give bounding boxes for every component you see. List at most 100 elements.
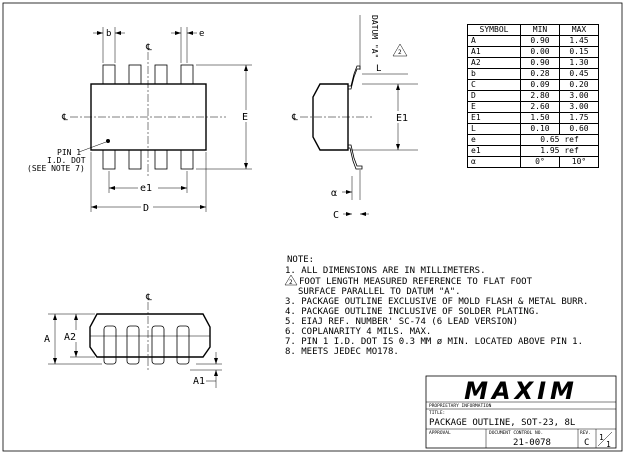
doc-number: 21-0078 <box>513 438 551 448</box>
pin1-note-line1: PIN 1 <box>57 148 81 157</box>
header-symbol: SYMBOL <box>467 24 521 36</box>
row-max: 3.00 <box>559 101 599 113</box>
D-arrow-right <box>200 205 206 209</box>
front-view-body <box>89 313 211 358</box>
E1-arrow-top <box>396 84 400 90</box>
row-max: 1.45 <box>559 35 599 47</box>
note-2-line2: SURFACE PARALLEL TO DATUM "A". <box>298 287 461 297</box>
row-max: 0.20 <box>559 79 599 91</box>
row-symbol: E1 <box>467 112 521 124</box>
lead-upper-1 <box>102 64 116 85</box>
e1-arrow-right <box>181 186 187 190</box>
lead-lower-1 <box>102 149 116 170</box>
proprietary-label: PROPRIETARY INFORMATION <box>429 403 492 409</box>
E-arrow-top <box>244 65 248 71</box>
note-6: 6. COPLANARITY 4 MILS. MAX. <box>285 327 431 337</box>
A2-label-bg <box>64 330 80 342</box>
b-arrow-left <box>97 31 103 35</box>
row-max: 0.60 <box>559 123 599 135</box>
title-text: PACKAGE OUTLINE, SOT-23, 8L <box>429 418 575 428</box>
top-view: ℄ ℄ PIN 1 I.D. DOT (SEE NOTE 7) b e E <box>27 27 252 214</box>
row-symbol: A1 <box>467 46 521 58</box>
A1-label: A1 <box>193 376 205 387</box>
lead-upper-3 <box>154 64 168 85</box>
front-lead-2 <box>126 325 140 365</box>
b-label: b <box>106 29 111 39</box>
row-max: 1.30 <box>559 57 599 69</box>
lead-upper-2 <box>128 64 142 85</box>
dimension-table-header: SYMBOL MIN MAX <box>467 24 599 36</box>
top-view-cl-label-side: ℄ <box>61 113 68 123</box>
row-symbol: b <box>467 68 521 80</box>
A-arrow-bottom <box>53 358 57 364</box>
title-block-frame <box>425 375 617 449</box>
A1-arrow-top <box>214 358 218 364</box>
doc-control-label: DOCUMENT CONTROL NO. <box>489 430 543 436</box>
lead-lower-4 <box>180 149 194 170</box>
lead-lower-3 <box>154 149 168 170</box>
front-view-cl-label: ℄ <box>145 293 152 303</box>
row-max: 0.15 <box>559 46 599 58</box>
A-label: A <box>44 334 50 345</box>
pin1-note-line2: I.D. DOT <box>47 156 86 165</box>
E-arrow-bottom <box>244 163 248 169</box>
row-symbol: e1 <box>467 145 521 157</box>
row-min: 0.10 <box>520 123 560 135</box>
side-view-lead-upper <box>348 65 361 90</box>
e-arrow-right <box>187 31 193 35</box>
row-symbol: D <box>467 90 521 102</box>
front-lead-4 <box>176 325 190 365</box>
row-ref-value: 1.95 ref <box>520 145 599 157</box>
side-view: DATUM "A" 2 ℄ L E1 α C <box>291 15 418 221</box>
pin1-note-line3: (SEE NOTE 7) <box>27 164 85 173</box>
lead-upper-4 <box>180 64 194 85</box>
title-block: MAXIM PROPRIETARY INFORMATION TITLE: PAC… <box>425 375 617 449</box>
datum-label: DATUM "A" <box>370 15 379 58</box>
row-max: 0.45 <box>559 68 599 80</box>
side-view-cl-label: ℄ <box>291 113 298 123</box>
alpha-arrow <box>346 190 352 194</box>
A-arrow-top <box>53 314 57 320</box>
E-label: E <box>242 112 248 123</box>
C-arrow-right <box>360 212 366 216</box>
approval-label: APPROVAL <box>429 430 451 436</box>
row-min: 0.09 <box>520 79 560 91</box>
row-max: 1.75 <box>559 112 599 124</box>
pin1-dot <box>106 139 110 143</box>
sheet-slash <box>597 431 613 447</box>
row-min: 0.00 <box>520 46 560 58</box>
D-label: D <box>143 203 149 214</box>
front-lead-3 <box>151 325 165 365</box>
A2-arrow-top <box>74 314 78 320</box>
A2-arrow-bottom <box>74 351 78 357</box>
note-4: 4. PACKAGE OUTLINE INCLUSIVE OF SOLDER P… <box>285 307 540 317</box>
front-view: ℄ A A2 A1 <box>44 293 222 388</box>
D-label-bg <box>141 201 153 213</box>
row-min: 0° <box>520 156 560 168</box>
sheet-total: 1 <box>606 440 611 449</box>
front-lead-1 <box>103 325 117 365</box>
row-min: 2.60 <box>520 101 560 113</box>
pin1-leader <box>78 141 107 153</box>
row-min: 2.80 <box>520 90 560 102</box>
alpha-label: α <box>331 188 337 199</box>
row-symbol: A <box>467 35 521 47</box>
C-label: C <box>333 210 339 221</box>
title-label: TITLE: <box>429 410 445 416</box>
row-symbol: A2 <box>467 57 521 69</box>
row-max: 3.00 <box>559 90 599 102</box>
A2-label: A2 <box>64 332 76 343</box>
note-2-flag-number: 2 <box>289 279 293 286</box>
